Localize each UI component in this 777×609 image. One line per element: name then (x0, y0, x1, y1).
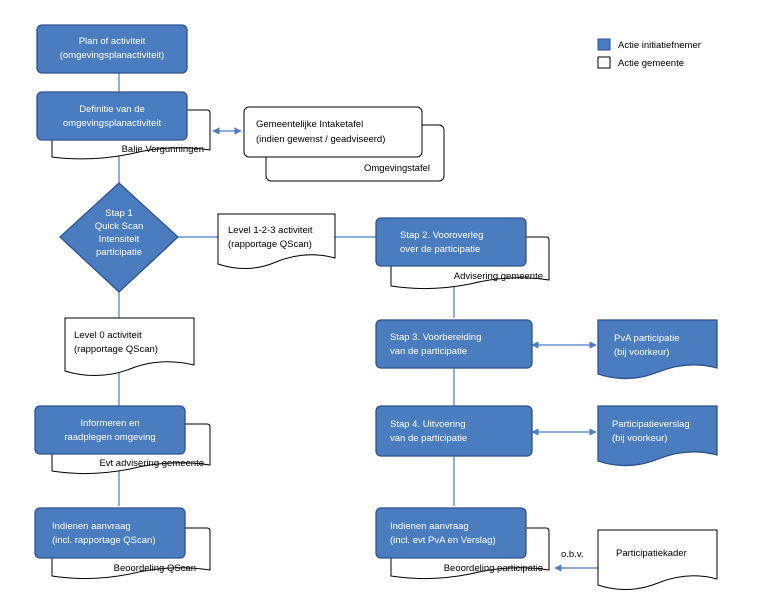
stap4-line-1: Stap 4. Uitvoering (390, 419, 466, 430)
kader-node: Participatiekader (597, 529, 718, 590)
stap1-line-1: Stap 1 (105, 208, 132, 219)
omgevingstafel-label: Omgevingstafel (364, 163, 430, 174)
informeren-line-1: Informeren en (80, 418, 139, 429)
stap3-node: Stap 3. Voorbereiding van de participati… (375, 319, 533, 369)
legend-initiator-swatch (597, 38, 611, 51)
plan-box (36, 24, 188, 74)
obv-label: o.b.v. (561, 549, 584, 560)
informeren-line-2: raadplegen omgeving (64, 432, 155, 443)
level0-node: Level 0 activiteit (rapportage QScan) (64, 317, 195, 377)
indienen-right-line-1: Indienen aanvraag (390, 521, 469, 532)
plan-line-2: (omgevingsplanactiviteit) (60, 50, 165, 61)
stap1-diamond (59, 182, 179, 293)
stap1-line-2: Quick Scan (95, 221, 144, 232)
stap3-line-2: van de participatie (390, 346, 467, 357)
indienen-left-line-2: (incl. rapportage QScan) (52, 535, 156, 546)
indienen-right-line-2: (incl. evt PvA en Verslag) (390, 535, 496, 546)
indienen-left-box (34, 507, 186, 559)
plan-node: Plan of activiteit (omgevingsplanactivit… (36, 24, 188, 74)
legend-municipality-label: Actie gemeente (618, 58, 684, 69)
stap4-box (375, 405, 533, 457)
pva-line-1: PvA participatie (614, 333, 679, 344)
level123-line-2: (rapportage QScan) (228, 239, 312, 250)
level123-line-1: Level 1-2-3 activiteit (228, 225, 313, 236)
definitie-node: Balie Vergunningen Definitie van de omge… (36, 91, 211, 160)
indienen-right-box (375, 507, 527, 559)
stap3-box (375, 319, 533, 369)
indienen-left-line-1: Indienen aanvraag (52, 521, 131, 532)
stap4-line-2: van de participatie (390, 433, 467, 444)
connectors (118, 73, 598, 572)
legend-initiator-label: Actie initiatiefnemer (618, 40, 701, 51)
stap1-node: Stap 1 Quick Scan Intensiteit participat… (59, 182, 179, 293)
stap1-line-4: participatie (96, 247, 142, 258)
kader-label: Participatiekader (616, 548, 687, 559)
pva-document (597, 319, 718, 380)
pva-node: PvA participatie (bij voorkeur) (597, 319, 718, 380)
beoordeling-qscan-label: Beoordeling QScan (114, 563, 196, 574)
stap2-line-2: over de participatie (400, 244, 480, 255)
balie-label: Balie Vergunningen (122, 144, 204, 155)
legend: Actie initiatiefnemer Actie gemeente (597, 38, 701, 69)
stap2-line-1: Stap 2. Vooroverleg (400, 230, 483, 241)
beoordeling-participatie-label: Beoordeling participatie (444, 563, 543, 574)
verslag-document (597, 405, 718, 467)
advisering-label: Advisering gemeente (454, 271, 543, 282)
level0-document (64, 317, 195, 377)
informeren-node: Evt advisering gemeente Informeren en ra… (34, 405, 211, 475)
intake-line-1: Gemeentelijke Intaketafel (256, 119, 363, 130)
verslag-line-2: (bij voorkeur) (612, 433, 667, 444)
stap2-box (375, 217, 527, 267)
plan-line-1: Plan of activiteit (79, 36, 146, 47)
indienen-left-node: Beoordeling QScan Indienen aanvraag (inc… (34, 507, 211, 580)
level0-line-1: Level 0 activiteit (74, 330, 142, 341)
verslag-line-1: Participatieverslag (612, 419, 690, 430)
intake-line-2: (indien gewenst / geadviseerd) (256, 134, 385, 145)
definitie-line-2: omgevingsplanactiviteit (63, 118, 162, 129)
stap3-line-1: Stap 3. Voorbereiding (390, 332, 481, 343)
level0-line-2: (rapportage QScan) (74, 344, 158, 355)
legend-municipality-swatch (597, 56, 611, 69)
stap2-node: Advisering gemeente Stap 2. Vooroverleg … (375, 217, 550, 290)
pva-line-2: (bij voorkeur) (614, 347, 669, 358)
stap1-line-3: Intensiteit (99, 234, 140, 245)
informeren-box (34, 405, 186, 455)
stap4-node: Stap 4. Uitvoering van de participatie (375, 405, 533, 457)
intake-node: Omgevingstafel Gemeentelijke Intaketafel… (243, 106, 445, 182)
kader-document (597, 529, 718, 590)
definitie-line-1: Definitie van de (79, 104, 144, 115)
indienen-right-node: Beoordeling participatie Indienen aanvra… (375, 507, 550, 580)
intake-box (243, 106, 423, 158)
level123-document (217, 213, 336, 269)
level123-node: Level 1-2-3 activiteit (rapportage QScan… (217, 213, 336, 269)
definitie-box (36, 91, 188, 141)
verslag-node: Participatieverslag (bij voorkeur) (597, 405, 718, 467)
evt-advisering-label: Evt advisering gemeente (99, 458, 204, 469)
